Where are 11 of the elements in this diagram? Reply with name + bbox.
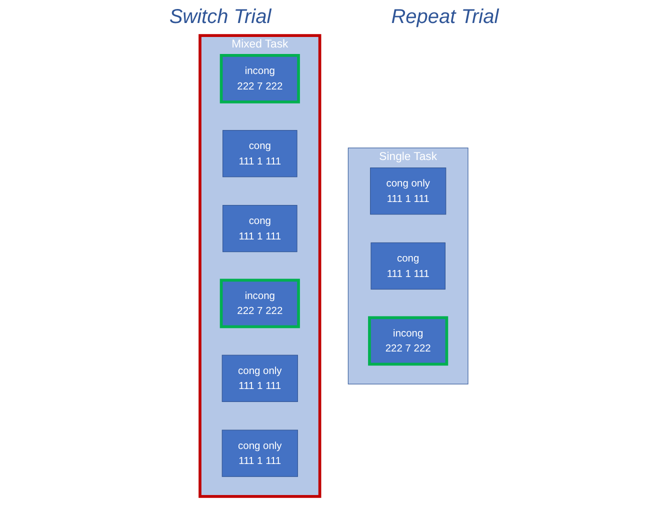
node-box: cong only 111 1 111 — [222, 430, 298, 477]
trial-heading: Repeat Trial — [391, 6, 499, 29]
node-box: cong only 111 1 111 — [370, 168, 446, 215]
trial-heading: Switch Trial — [169, 6, 272, 29]
node-box: cong 111 1 111 — [222, 130, 298, 178]
node-box: incong 222 7 222 — [220, 278, 300, 328]
node-box: cong only 111 1 111 — [222, 354, 298, 402]
node-box: incong 222 7 222 — [220, 54, 300, 104]
node-box: cong 111 1 111 — [222, 204, 298, 252]
node-box: cong 111 1 111 — [370, 242, 446, 290]
node-box: incong 222 7 222 — [368, 316, 448, 366]
